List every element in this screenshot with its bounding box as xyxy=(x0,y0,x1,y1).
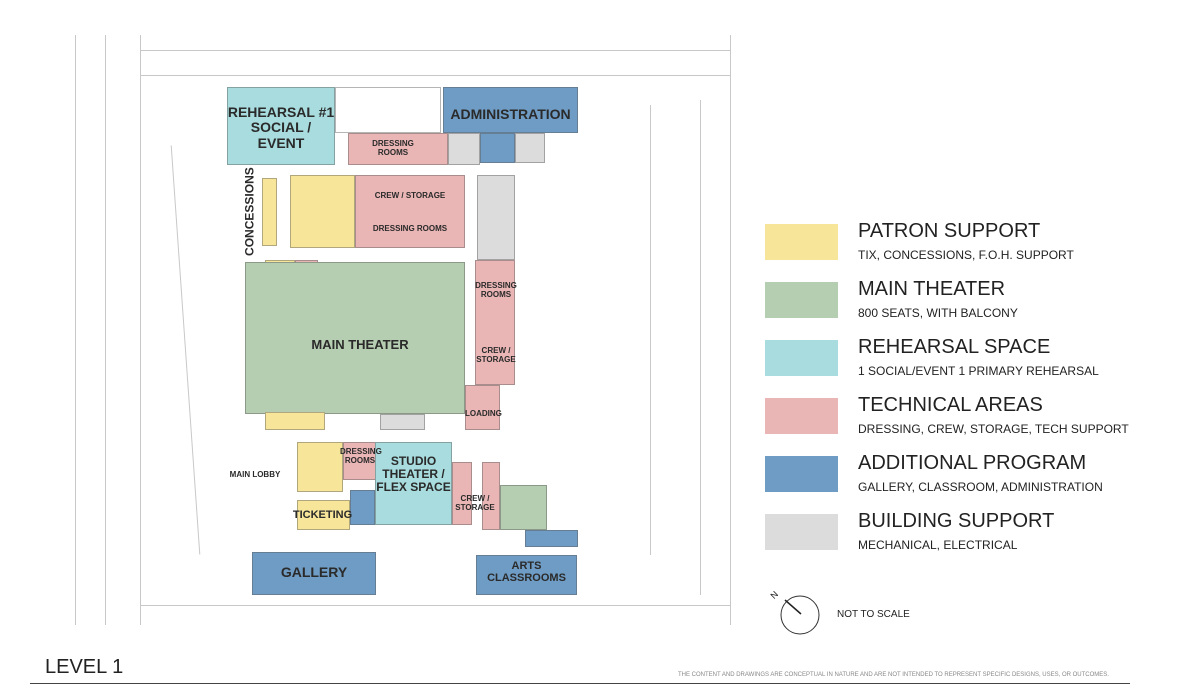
room-restrooms-lower xyxy=(297,442,343,492)
room-studio-theater xyxy=(375,442,452,525)
legend-subtitle: GALLERY, CLASSROOM, ADMINISTRATION xyxy=(858,480,1103,494)
room-arts-classrooms xyxy=(476,555,577,595)
room-restrooms xyxy=(290,175,355,248)
room-dressing-crew-right xyxy=(475,260,515,385)
label-main-theater: MAIN THEATER xyxy=(311,337,409,352)
legend-swatch-rehearsal xyxy=(765,340,838,376)
legend-title: BUILDING SUPPORT xyxy=(858,510,1055,532)
label-crew-storage-lower: CREW / STORAGE xyxy=(455,494,495,512)
legend-subtitle: DRESSING, CREW, STORAGE, TECH SUPPORT xyxy=(858,422,1129,436)
label-rehearsal: REHEARSAL #1 SOCIAL / EVENT xyxy=(227,104,335,151)
label-arts-classrooms: ARTS CLASSROOMS xyxy=(487,560,566,585)
site-line xyxy=(650,105,651,555)
site-line xyxy=(105,35,106,625)
label-crew-storage-right: CREW / STORAGE xyxy=(476,346,516,364)
label-dressing-lower: DRESSING ROOMS xyxy=(340,447,382,465)
scale-note: NOT TO SCALE xyxy=(837,609,910,620)
legend-swatch-patron xyxy=(765,224,838,260)
room-green xyxy=(500,485,547,530)
room-loading xyxy=(465,385,500,430)
label-studio-theater: STUDIO THEATER / FLEX SPACE xyxy=(376,454,451,495)
room-concessions xyxy=(262,178,277,246)
label-concessions: CONCESSIONS xyxy=(242,167,257,256)
room-program xyxy=(350,490,375,525)
site-line xyxy=(730,35,731,625)
legend-subtitle: TIX, CONCESSIONS, F.O.H. SUPPORT xyxy=(858,248,1074,262)
room-main-theater xyxy=(245,262,465,414)
label-ticketing: TICKETING xyxy=(292,509,353,521)
room-event-terrace xyxy=(335,87,441,133)
room-program xyxy=(525,530,578,547)
legend-title: PATRON SUPPORT xyxy=(858,220,1041,242)
site-line xyxy=(140,50,730,51)
legend-swatch-technical xyxy=(765,398,838,434)
room-dressing-lower xyxy=(343,442,378,480)
site-line xyxy=(140,35,141,625)
label-administration: ADMINISTRATION xyxy=(450,106,571,122)
room-patron xyxy=(265,412,325,430)
legend-title: MAIN THEATER xyxy=(858,278,1006,300)
room-ticketing xyxy=(297,500,350,530)
label-gallery: GALLERY xyxy=(280,564,348,580)
footer-rule xyxy=(30,683,1130,684)
site-line xyxy=(140,75,730,76)
room-mechanical xyxy=(477,175,515,260)
legend-swatch-additional xyxy=(765,456,838,492)
room-crew-storage-lower xyxy=(452,462,472,525)
room-support xyxy=(448,133,480,165)
north-arrow-icon xyxy=(780,595,820,635)
building-edge xyxy=(170,145,201,555)
label-dressing-mid: DRESSING ROOMS xyxy=(372,224,448,233)
room-dressing-top xyxy=(348,133,448,165)
site-line xyxy=(700,100,701,595)
room-support xyxy=(380,414,425,430)
legend-swatch-building xyxy=(765,514,838,550)
level-title: LEVEL 1 xyxy=(45,656,124,678)
legend-subtitle: 800 SEATS, WITH BALCONY xyxy=(858,306,1018,320)
disclaimer: THE CONTENT AND DRAWINGS ARE CONCEPTUAL … xyxy=(678,672,1109,678)
legend-title: REHEARSAL SPACE xyxy=(858,336,1051,358)
room-admin-annex xyxy=(480,133,515,163)
label-dressing-top: DRESSING ROOMS xyxy=(372,139,414,157)
label-crew-storage: CREW / STORAGE xyxy=(374,191,446,200)
room-gallery xyxy=(252,552,376,595)
label-loading: LOADING xyxy=(465,409,502,418)
legend-title: TECHNICAL AREAS xyxy=(858,394,1043,416)
room-administration xyxy=(443,87,578,133)
legend-subtitle: MECHANICAL, ELECTRICAL xyxy=(858,538,1018,552)
site-line xyxy=(140,605,730,606)
room-rehearsal xyxy=(227,87,335,165)
legend-swatch-theater xyxy=(765,282,838,318)
legend-subtitle: 1 SOCIAL/EVENT 1 PRIMARY REHEARSAL xyxy=(858,364,1099,378)
room-tech xyxy=(482,462,500,530)
room-crew-storage xyxy=(355,175,465,248)
site-line xyxy=(75,35,76,625)
label-dressing-right: DRESSING ROOMS xyxy=(475,281,517,299)
label-main-lobby: MAIN LOBBY xyxy=(229,470,281,479)
legend-title: ADDITIONAL PROGRAM xyxy=(858,452,1087,474)
room-support xyxy=(515,133,545,163)
